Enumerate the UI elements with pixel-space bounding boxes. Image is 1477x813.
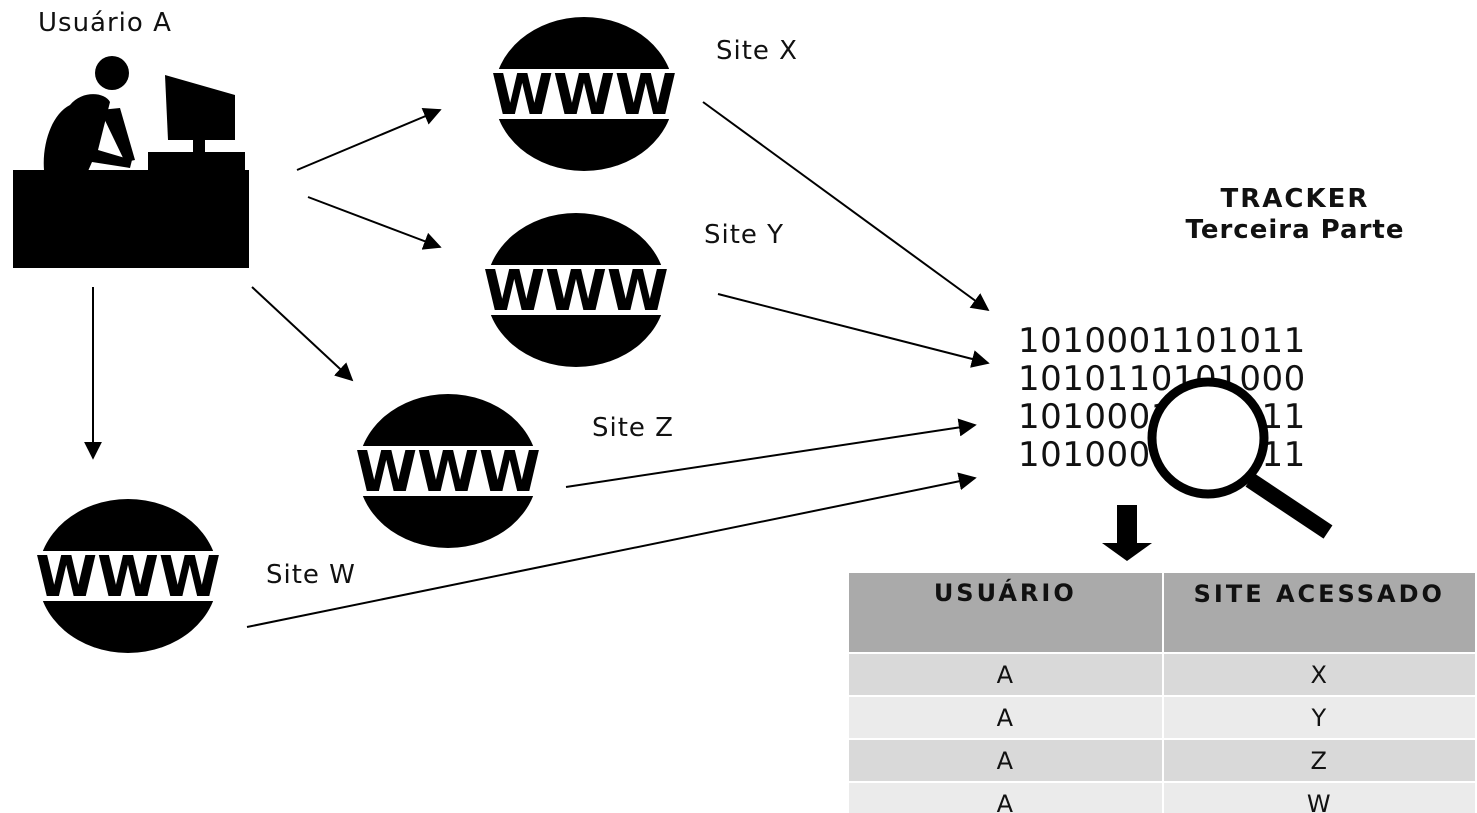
site-z-label: Site Z [592,413,674,443]
header-usuario: USUÁRIO [847,571,1164,654]
globe-label: WWW [355,440,540,505]
binary-line: 1010001101011 [1018,435,1306,475]
table-row: A X [847,652,1477,697]
down-arrow-icon [1102,505,1152,561]
cell-site: Z [1161,738,1477,783]
binary-line: 1010110101000 [1018,359,1306,399]
tracker-subtitle: Terceira Parte [1185,215,1405,245]
globe-www-site-z: WWW [330,394,566,549]
cell-site: Y [1161,695,1477,740]
user-at-computer-icon [13,56,249,268]
table-row: A W [847,781,1477,813]
user-label: Usuário A [38,8,172,38]
globe-www-site-x: WWW [466,17,702,172]
cell-usuario: A [847,695,1164,740]
cell-usuario: A [847,652,1164,697]
binary-data-block: 1010001101011 1010110101000 101000110101… [1018,322,1306,474]
binary-line: 1010001101011 [1018,321,1306,361]
cell-usuario: A [847,781,1164,813]
site-x-label: Site X [716,36,798,66]
globe-label: WWW [35,545,220,610]
arrow-user-to-site-y [307,196,442,250]
site-y-label: Site Y [704,220,785,250]
arrow-user-to-site-x [296,107,442,171]
table-row: A Z [847,738,1477,783]
tracking-table: USUÁRIO SITE ACESSADO A X A Y A Z A W [847,571,1477,813]
cell-usuario: A [847,738,1164,783]
arrow-site-y-to-tracker [717,293,990,368]
cell-site: W [1161,781,1477,813]
arrow-user-to-site-z [251,286,354,382]
globe-label: WWW [491,63,676,128]
globe-www-site-w: WWW [10,499,246,654]
site-w-label: Site W [266,560,356,590]
header-site-acessado: SITE ACESSADO [1161,571,1477,654]
cell-site: X [1161,652,1477,697]
binary-line: 1010001101011 [1018,397,1306,437]
tracker-title: TRACKER [1220,184,1370,214]
globe-www-site-y: WWW [458,213,694,368]
table-header-row: USUÁRIO SITE ACESSADO [847,571,1477,654]
globe-label: WWW [483,259,668,324]
table-row: A Y [847,695,1477,740]
arrow-site-x-to-tracker [702,101,990,312]
